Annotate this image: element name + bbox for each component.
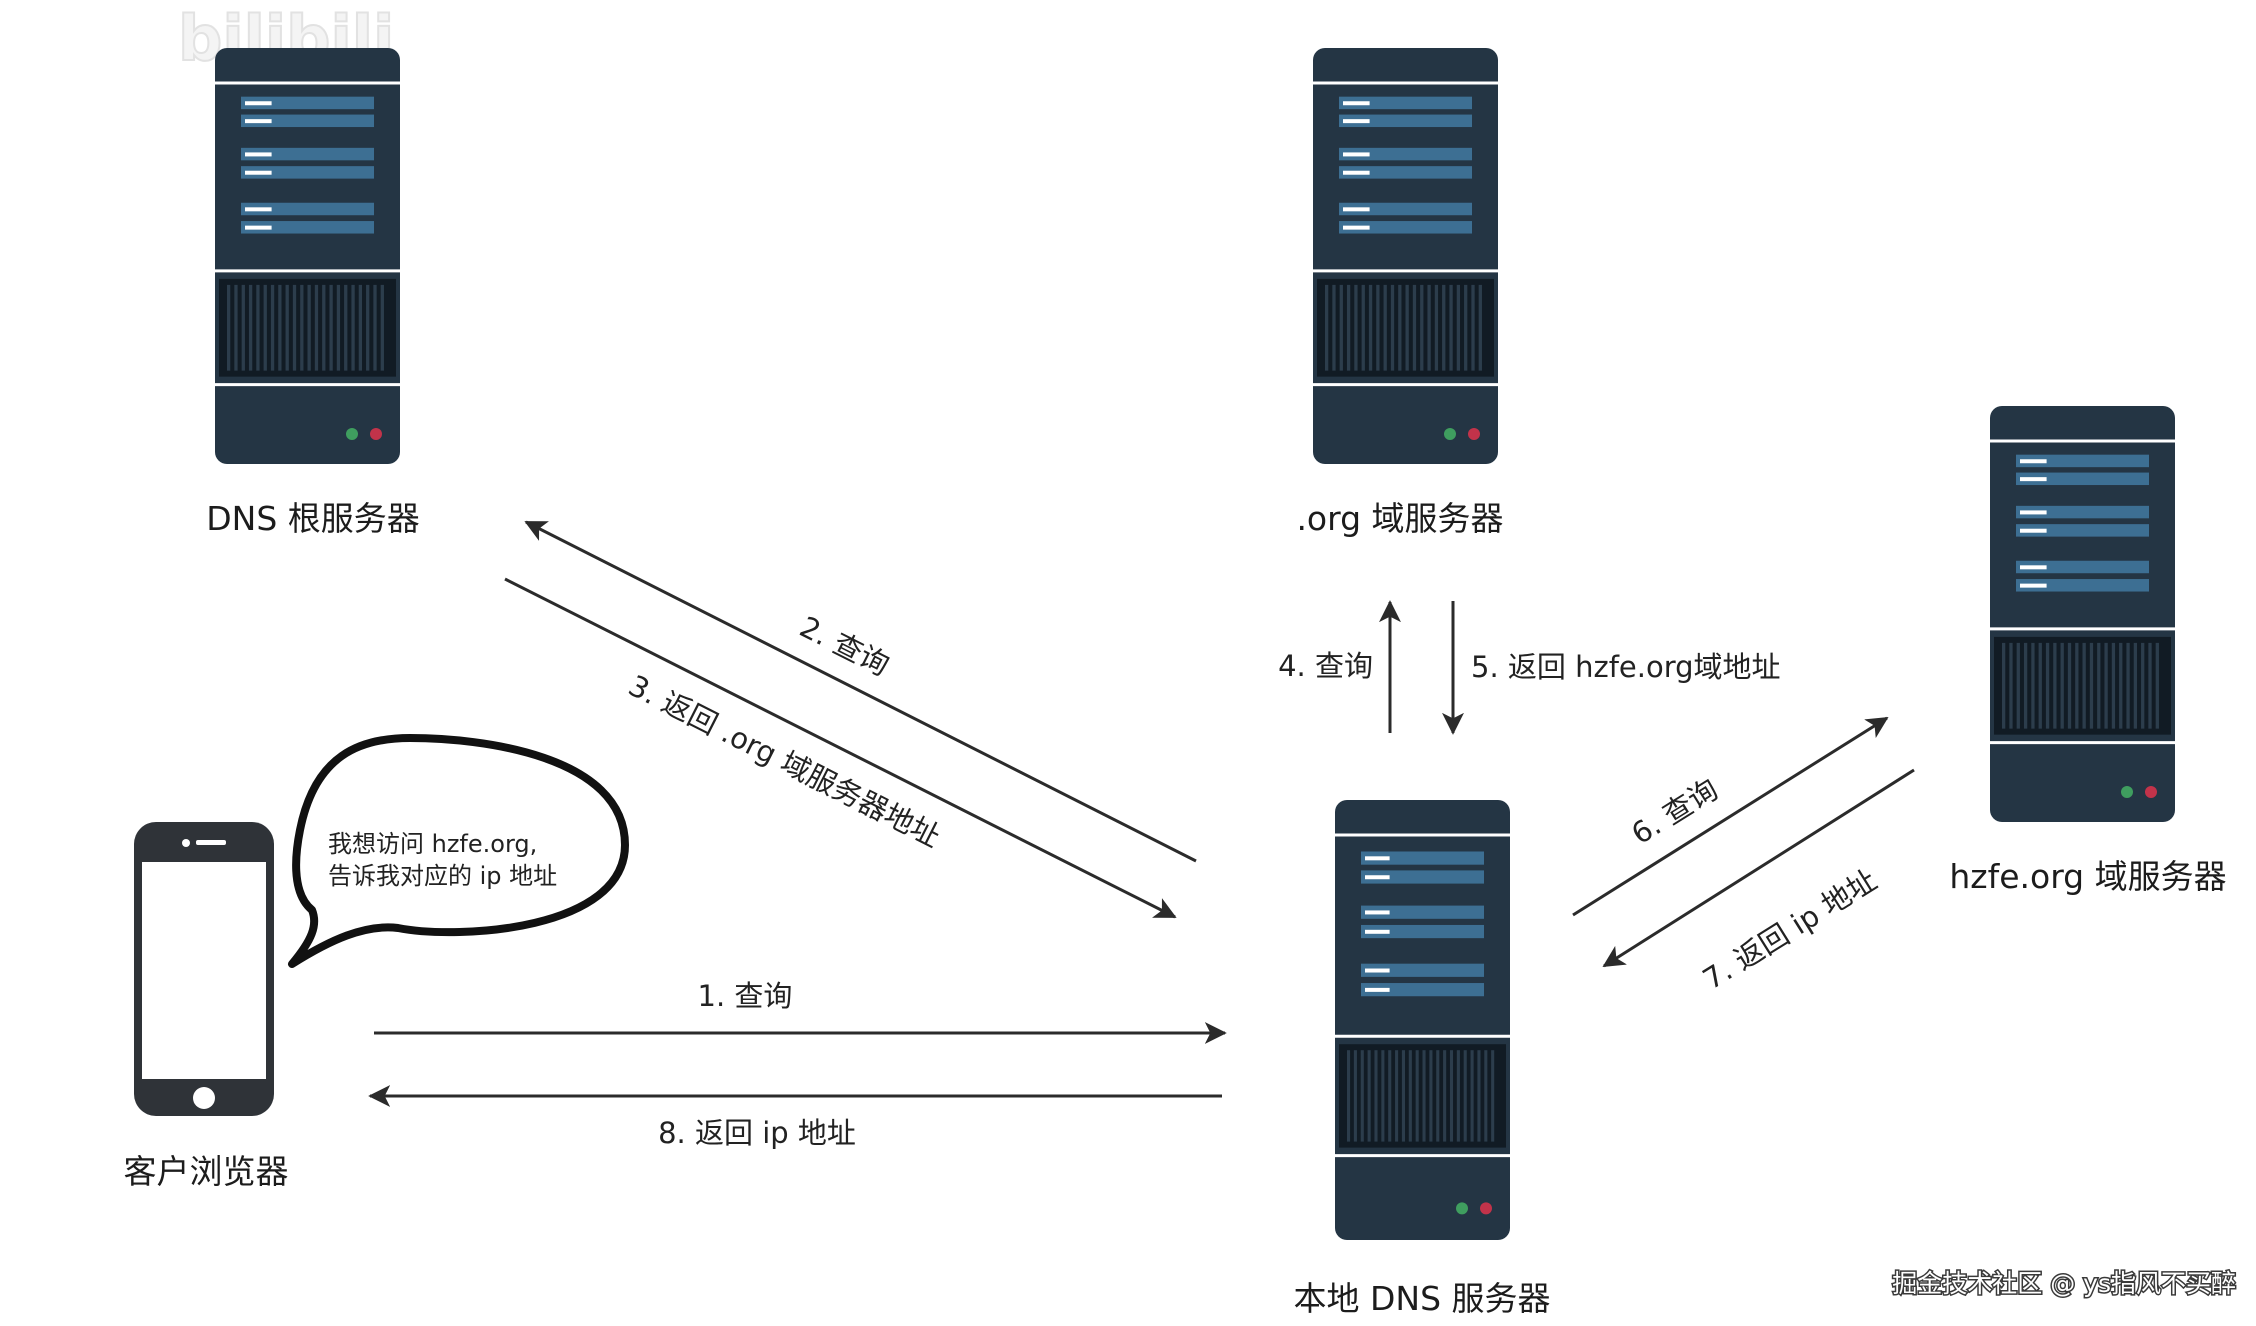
step3-label: 3. 返回 .org 域服务器地址 — [623, 668, 945, 853]
arrow-step3-return-org — [504, 577, 1177, 919]
speech-bubble-icon — [288, 734, 629, 968]
step6-label: 6. 查询 — [1625, 772, 1723, 851]
step7-label: 7. 返回 ip 地址 — [1697, 863, 1883, 997]
server-org — [1313, 48, 1498, 464]
smartphone-icon — [134, 822, 274, 1116]
step4-label: 4. 查询 — [1278, 649, 1373, 683]
arrow-step6-query — [1572, 716, 1889, 917]
server-rack-icon — [1335, 800, 1510, 1240]
org-server-label: .org 域服务器 — [1296, 499, 1503, 538]
speech-bubble-line1: 我想访问 hzfe.org, — [328, 830, 537, 858]
bilibili-logo: bilibili — [178, 2, 394, 75]
arrow-step2-query — [524, 520, 1197, 863]
server-local — [1335, 800, 1510, 1240]
step1-label: 1. 查询 — [698, 979, 793, 1013]
step5-label: 5. 返回 hzfe.org域地址 — [1471, 650, 1781, 684]
step2-label: 2. 查询 — [794, 610, 894, 683]
server-hzfe — [1990, 406, 2175, 822]
server-rack-icon — [1313, 48, 1498, 464]
local-server-label: 本地 DNS 服务器 — [1293, 1279, 1550, 1318]
step8-label: 8. 返回 ip 地址 — [658, 1116, 856, 1150]
server-rack-icon — [215, 48, 400, 464]
speech-bubble-line2: 告诉我对应的 ip 地址 — [328, 862, 557, 890]
root-server-label: DNS 根服务器 — [206, 499, 420, 538]
server-root — [215, 48, 400, 464]
client-label: 客户浏览器 — [124, 1152, 289, 1191]
arrow-step7-return-ip — [1602, 768, 1915, 968]
juejin-watermark: 掘金技术社区 @ ys指风不买醉 — [1892, 1269, 2236, 1298]
server-rack-icon — [1990, 406, 2175, 822]
hzfe-server-label: hzfe.org 域服务器 — [1949, 857, 2226, 896]
